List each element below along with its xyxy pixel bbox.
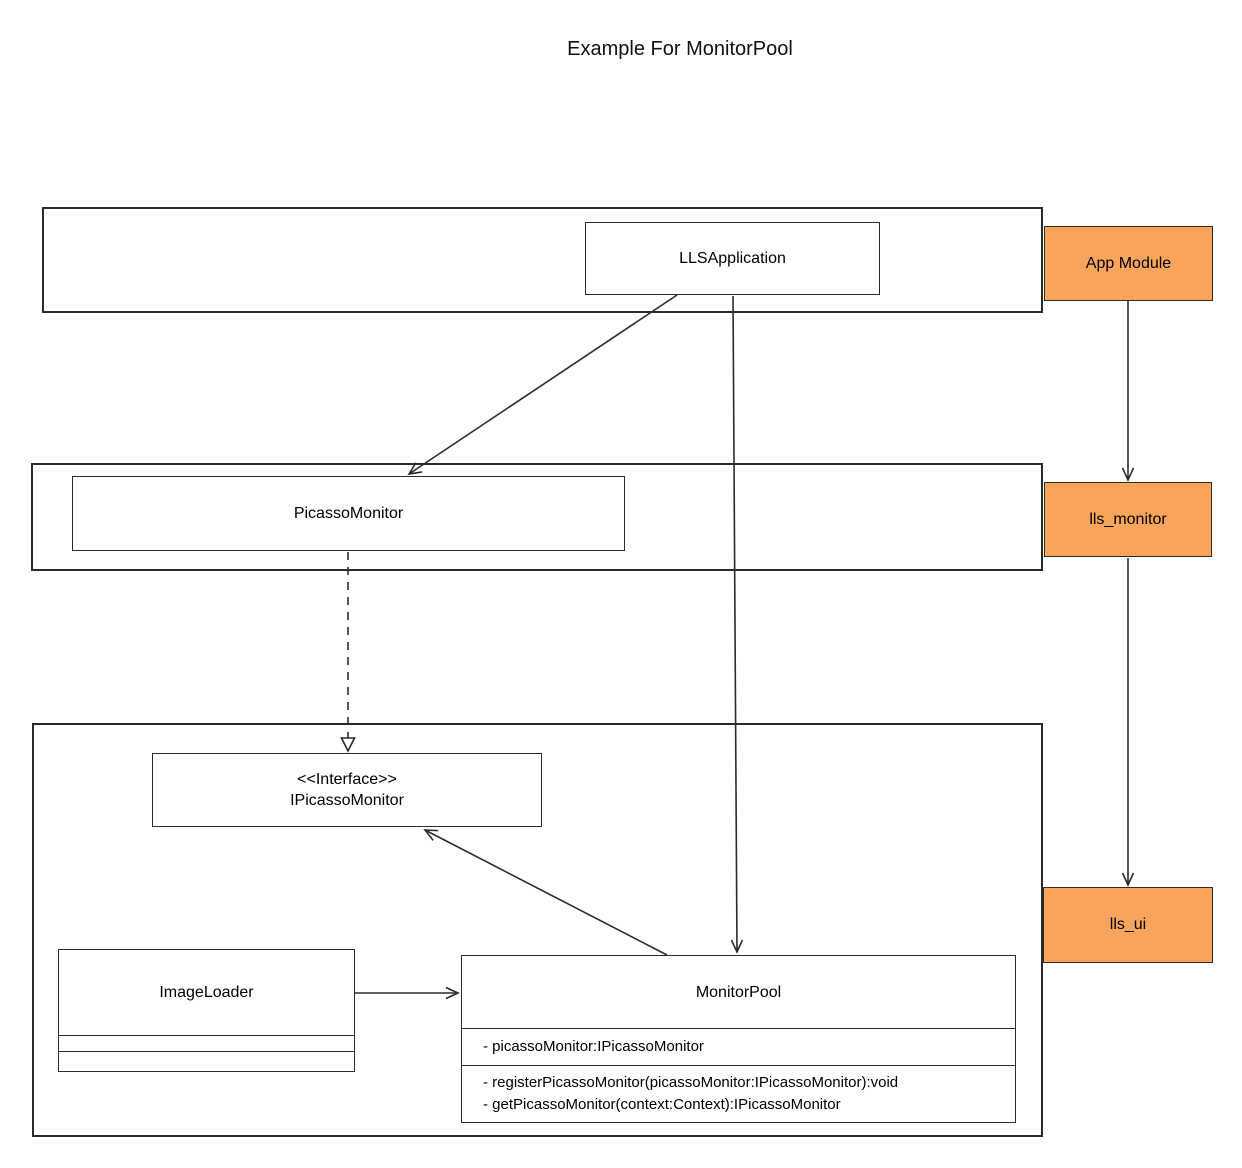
module-lls-monitor-label: lls_monitor bbox=[1089, 510, 1167, 528]
interface-ipicassomonitor: <<Interface>> IPicassoMonitor bbox=[152, 753, 542, 827]
class-llsapplication: LLSApplication bbox=[585, 222, 880, 295]
module-lls-ui-label: lls_ui bbox=[1109, 916, 1147, 933]
imageloader-attributes-compartment bbox=[59, 1036, 354, 1052]
interface-stereotype: <<Interface>> bbox=[297, 771, 397, 788]
imageloader-methods-compartment bbox=[59, 1052, 354, 1071]
edge-llsapplication-to-picassomonitor bbox=[407, 294, 678, 476]
monitorpool-methods-compartment: - registerPicassoMonitor(picassoMonitor:… bbox=[462, 1066, 1015, 1122]
class-picassomonitor-label: PicassoMonitor bbox=[293, 505, 404, 522]
module-app-module: App Module bbox=[1044, 226, 1213, 301]
class-monitorpool: MonitorPool - picassoMonitor:IPicassoMon… bbox=[461, 955, 1016, 1123]
layer-app-module bbox=[42, 207, 1043, 313]
edge-llsapplication-to-picassomonitor-line bbox=[407, 294, 678, 476]
module-lls-ui: lls_ui bbox=[1043, 887, 1213, 963]
monitorpool-method: - registerPicassoMonitor(picassoMonitor:… bbox=[483, 1074, 899, 1091]
module-app-module-label: App Module bbox=[1085, 254, 1172, 272]
monitorpool-attributes-compartment: - picassoMonitor:IPicassoMonitor bbox=[462, 1029, 1015, 1066]
diagram-title: Example For MonitorPool bbox=[567, 38, 793, 60]
monitorpool-attribute: - picassoMonitor:IPicassoMonitor bbox=[483, 1038, 704, 1055]
interface-ipicassomonitor-label: IPicassoMonitor bbox=[290, 792, 404, 809]
class-picassomonitor: PicassoMonitor bbox=[72, 476, 625, 551]
class-imageloader-label: ImageLoader bbox=[59, 950, 354, 1036]
module-lls-monitor: lls_monitor bbox=[1044, 482, 1212, 557]
class-monitorpool-label: MonitorPool bbox=[462, 956, 1015, 1029]
monitorpool-method: - getPicassoMonitor(context:Context):IPi… bbox=[483, 1096, 841, 1113]
class-imageloader: ImageLoader bbox=[58, 949, 355, 1072]
edge-picassomonitor-realizes-ipicassomonitor bbox=[340, 552, 356, 753]
class-llsapplication-label: LLSApplication bbox=[679, 250, 786, 267]
